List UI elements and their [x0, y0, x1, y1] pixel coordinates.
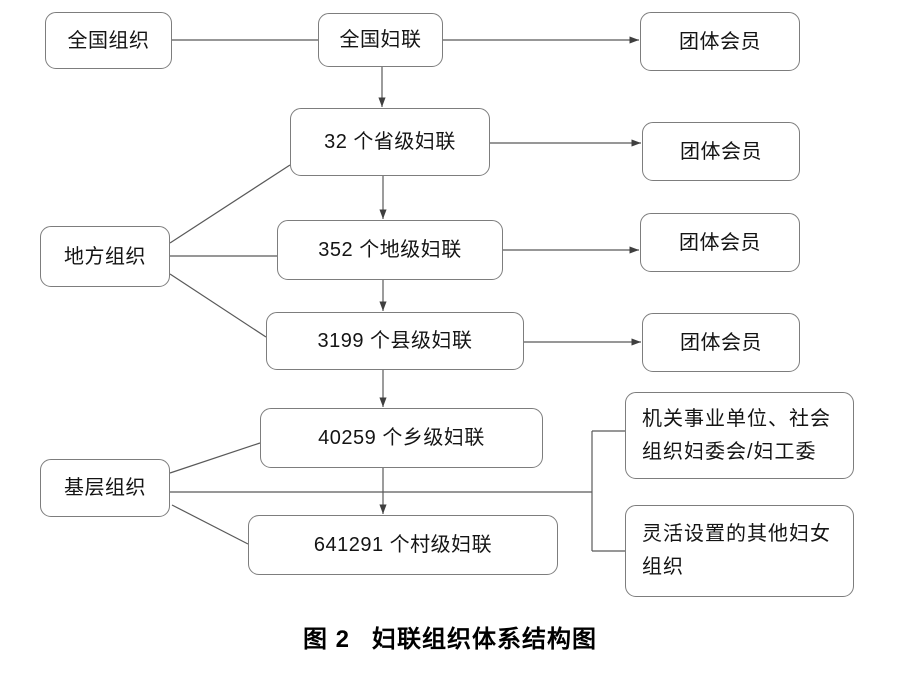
node-grassroots-org-label: 基层组织: [40, 459, 170, 517]
node-county-federation: 3199 个县级妇联: [266, 312, 524, 370]
figure-caption: 图 2 妇联组织体系结构图: [0, 619, 900, 654]
node-national-org-label: 全国组织: [45, 12, 172, 69]
connector-local-org-to-provincial: [169, 164, 291, 244]
connector-local-org-to-county: [169, 273, 267, 338]
connector-grassroots-to-village: [171, 504, 249, 545]
node-group-member-2: 团体会员: [642, 122, 800, 181]
node-township-federation: 40259 个乡级妇联: [260, 408, 543, 468]
node-local-org-label: 地方组织: [40, 226, 170, 287]
node-group-member-3: 团体会员: [640, 213, 800, 272]
figure-number: 图 2: [302, 626, 350, 653]
node-group-member-1: 团体会员: [640, 12, 800, 71]
node-group-member-4: 团体会员: [642, 313, 800, 372]
node-provincial-federation: 32 个省级妇联: [290, 108, 490, 176]
connector-grassroots-to-township: [169, 442, 261, 474]
node-national-federation: 全国妇联: [318, 13, 443, 67]
node-village-federation: 641291 个村级妇联: [248, 515, 558, 575]
node-prefectural-federation: 352 个地级妇联: [277, 220, 503, 280]
node-flexible-women-org: 灵活设置的其他妇女组织: [625, 505, 854, 597]
figure-title: 妇联组织体系结构图: [372, 626, 597, 653]
node-org-women-committee: 机关事业单位、社会组织妇委会/妇工委: [625, 392, 854, 479]
